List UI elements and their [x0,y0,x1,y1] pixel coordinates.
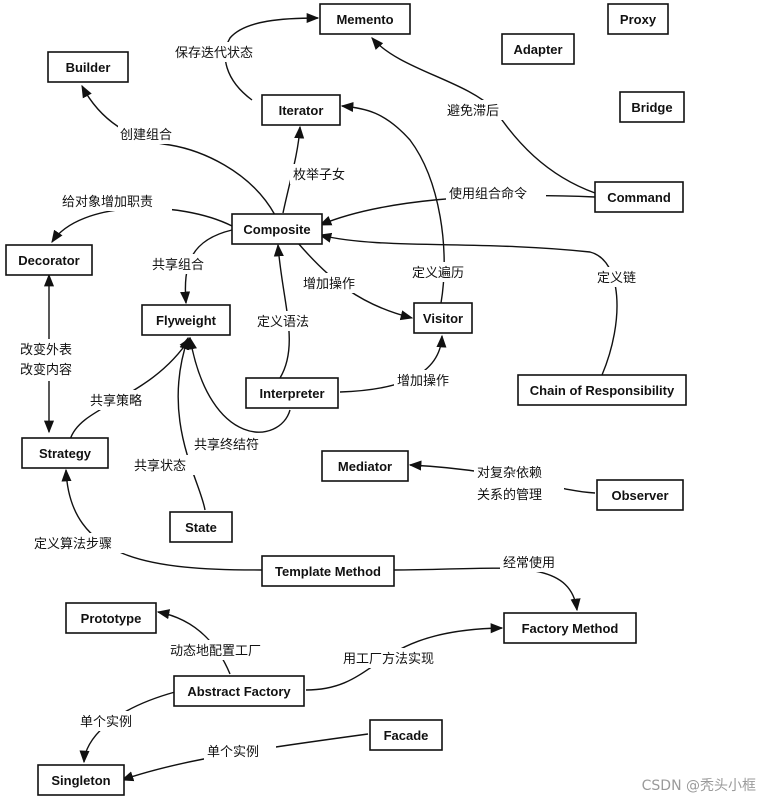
node-observer-label: Observer [611,488,668,503]
node-memento: Memento [319,3,411,35]
node-decorator: Decorator [5,244,93,276]
label-add-responsibility: 给对象增加职责 [62,195,153,210]
node-memento-label: Memento [336,12,393,27]
label-share-state: 共享状态 [134,458,186,474]
node-abstract-factory: Abstract Factory [173,675,305,707]
node-facade-label: Facade [384,728,429,743]
label-change-guts: 改变内容 [20,362,72,378]
label-single-instance-2: 单个实例 [207,745,259,760]
node-iterator: Iterator [261,94,341,126]
node-factory-method-label: Factory Method [522,621,619,636]
node-composite: Composite [231,213,323,245]
label-share-composite: 共享组合 [152,257,204,273]
label-complex-dep-line2: 关系的管理 [477,487,542,503]
label-impl-with-factory: 用工厂方法实现 [343,651,434,667]
label-complex-dep-line1: 对复杂依赖 [477,466,542,481]
node-template-method: Template Method [261,555,395,587]
node-command: Command [594,181,684,213]
node-interpreter: Interpreter [245,377,339,409]
node-strategy-label: Strategy [39,446,92,461]
node-decorator-label: Decorator [18,253,79,268]
node-factory-method: Factory Method [503,612,637,644]
label-single-instance-1: 单个实例 [80,715,132,730]
node-prototype: Prototype [65,602,157,634]
label-change-skin: 改变外表 [20,342,72,358]
edge-abstract-prototype [156,609,231,675]
node-singleton-label: Singleton [51,773,110,788]
node-template-method-label: Template Method [275,564,381,579]
edge-composite-builder [81,84,276,216]
label-share-strategy: 共享策略 [90,393,142,409]
node-composite-label: Composite [243,222,310,237]
node-builder-label: Builder [66,60,111,75]
node-singleton: Singleton [37,764,125,796]
node-flyweight: Flyweight [141,304,231,336]
node-state-label: State [185,520,217,535]
edge-iterator-memento [224,12,320,101]
label-create-composite: 创建组合 [120,128,172,143]
label-use-composite-cmd: 使用组合命令 [449,186,527,202]
label-dyn-config-factory: 动态地配置工厂 [170,644,261,659]
label-add-operation-1: 增加操作 [303,276,355,292]
node-mediator: Mediator [321,450,409,482]
node-visitor: Visitor [413,302,473,334]
node-adapter-label: Adapter [513,42,562,57]
node-command-label: Command [607,190,671,205]
node-abstract-factory-label: Abstract Factory [187,684,291,699]
label-often-use: 经常使用 [503,555,555,571]
label-define-chain: 定义链 [597,271,636,286]
node-mediator-label: Mediator [338,459,392,474]
label-save-iter-state: 保存迭代状态 [175,46,253,61]
node-visitor-label: Visitor [423,311,463,326]
node-prototype-label: Prototype [81,611,142,626]
label-define-grammar: 定义语法 [257,315,309,330]
node-bridge-label: Bridge [631,100,672,115]
node-chain: Chain of Responsibility [517,374,687,406]
edge-state-flyweight [177,336,206,511]
label-define-traversal: 定义遍历 [412,265,464,281]
label-add-operation-2: 增加操作 [397,373,449,389]
edge-composite-decorator [51,207,233,244]
node-strategy: Strategy [21,437,109,469]
node-flyweight-label: Flyweight [156,313,217,328]
label-enum-children: 枚举子女 [293,167,345,183]
edge-visitor-iterator [340,101,445,304]
node-observer: Observer [596,479,684,511]
node-chain-label: Chain of Responsibility [530,383,675,398]
edge-interpreter-flyweight [187,336,291,433]
node-facade: Facade [369,719,443,751]
edge-template-factorymethod [392,567,581,612]
node-bridge: Bridge [619,91,685,123]
label-share-terminal: 共享终结符 [194,437,259,453]
node-builder: Builder [47,51,129,83]
label-avoid-lag: 避免滞后 [447,104,499,119]
nodes: Memento Proxy Builder Adapter Iterator B… [5,3,687,796]
label-define-algo-steps: 定义算法步骤 [34,537,112,552]
edge-strategy-flyweight [69,336,191,441]
node-proxy-label: Proxy [620,12,657,27]
node-state: State [169,511,233,543]
node-proxy: Proxy [607,3,669,35]
edge-template-strategy [61,468,263,571]
node-adapter: Adapter [501,33,575,65]
edge-chain-composite [318,232,618,376]
node-iterator-label: Iterator [279,103,324,118]
node-interpreter-label: Interpreter [259,386,324,401]
watermark: CSDN @秃头小框 [642,778,756,794]
edge-labels: 保存迭代状态 避免滞后 创建组合 枚举子女 给对象增加职责 使用组合命令 共享组… [18,42,650,761]
